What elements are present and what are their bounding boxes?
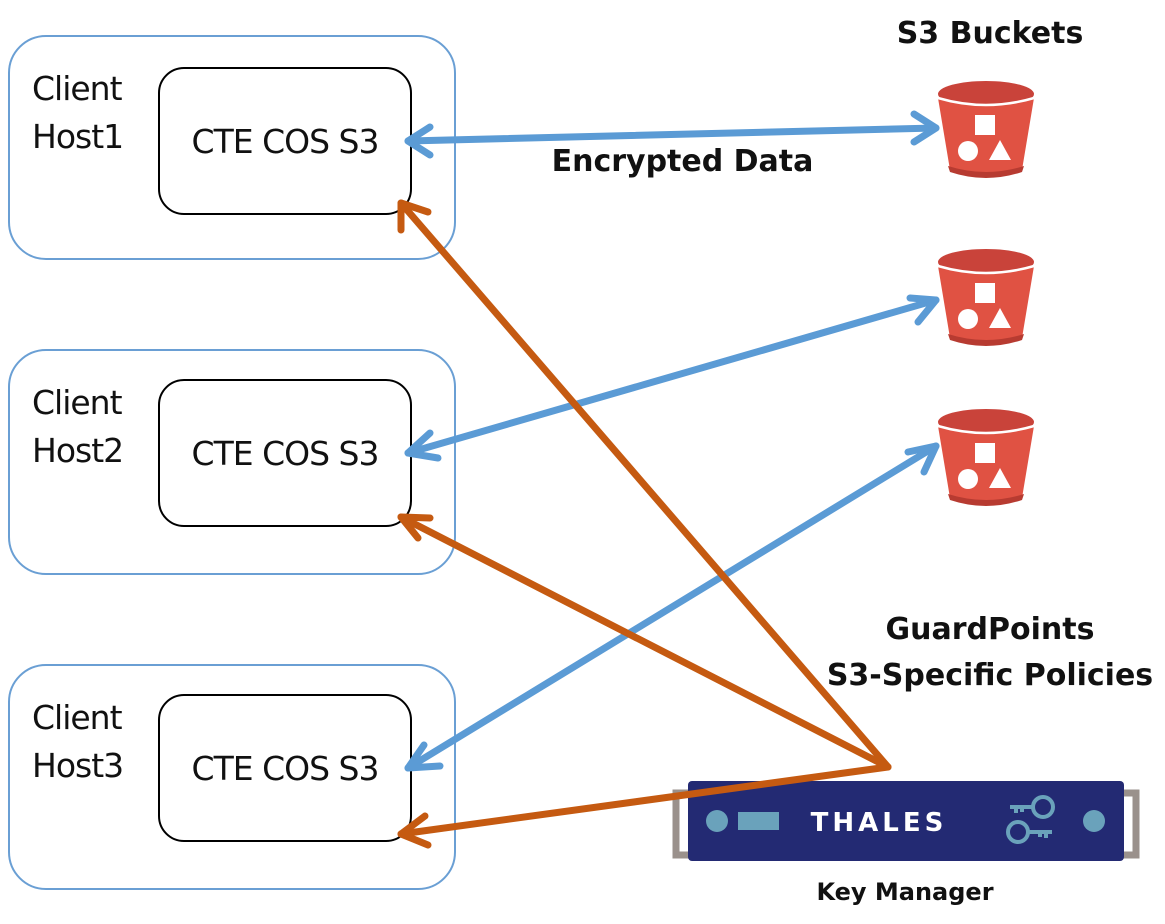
host-label-line2: Host2: [32, 431, 124, 470]
host-label-line1: Client: [32, 698, 123, 737]
s3-bucket-1-icon: [936, 79, 1036, 180]
data-arrow-host2: [404, 294, 940, 462]
host-label: Client Host2: [32, 379, 124, 475]
s3-policies-label: S3-Specific Policies: [826, 658, 1154, 693]
thales-key-manager-appliance: THALES: [672, 781, 1140, 861]
s3-bucket-3-icon: [936, 407, 1036, 508]
cte-cos-s3-agent: CTE COS S3: [158, 694, 412, 842]
encrypted-data-arrow-host1: [404, 110, 940, 159]
s3-buckets-heading: S3 Buckets: [896, 16, 1084, 51]
display-slot-icon: [738, 812, 779, 830]
client-host-2: Client Host2 CTE COS S3: [8, 349, 456, 575]
cte-label: CTE COS S3: [191, 433, 380, 473]
policy-arrow-host3: [397, 763, 892, 849]
cte-label: CTE COS S3: [191, 748, 380, 788]
policy-arrow-host2: [397, 513, 892, 771]
encrypted-data-label: Encrypted Data: [551, 144, 814, 179]
host-label: Client Host1: [32, 65, 124, 161]
client-host-3: Client Host3 CTE COS S3: [8, 664, 456, 890]
led-icon: [706, 810, 728, 832]
host-label-line1: Client: [32, 69, 123, 108]
host-label-line2: Host1: [32, 117, 124, 156]
cte-cos-s3-agent: CTE COS S3: [158, 379, 412, 527]
keys-icon: [1006, 795, 1055, 844]
data-arrow-host3: [404, 442, 940, 772]
key-manager-label: Key Manager: [816, 878, 994, 906]
guardpoints-label: GuardPoints: [885, 612, 1095, 647]
host-label-line2: Host3: [32, 746, 124, 785]
cte-label: CTE COS S3: [191, 121, 380, 161]
policy-arrow-host1: [397, 199, 892, 771]
host-label-line1: Client: [32, 383, 123, 422]
s3-bucket-2-icon: [936, 247, 1036, 348]
led-icon: [1083, 810, 1105, 832]
client-host-1: Client Host1 CTE COS S3: [8, 35, 456, 260]
thales-brand: THALES: [811, 808, 948, 838]
host-label: Client Host3: [32, 694, 124, 790]
